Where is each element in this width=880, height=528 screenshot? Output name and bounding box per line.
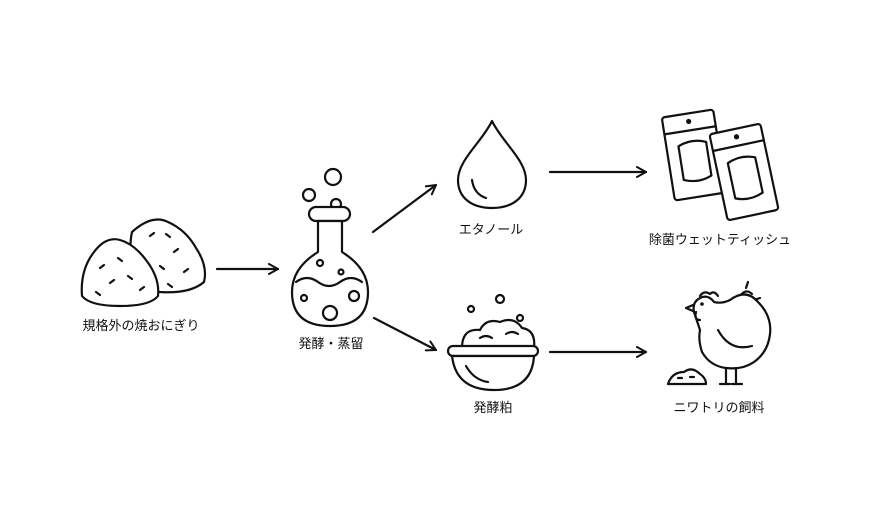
bowl-icon <box>446 293 540 392</box>
label-rice-balls: 規格外の焼おにぎり <box>82 318 199 334</box>
wet-wipe-pack-icon <box>661 108 780 221</box>
label-feed: ニワトリの飼料 <box>673 401 764 416</box>
label-flask: 発酵・蒸留 <box>298 337 363 352</box>
arrow-flask-to-lees <box>372 316 438 352</box>
chicken-icon <box>666 280 772 386</box>
drop-icon <box>456 119 528 210</box>
label-ethanol: エタノール <box>459 223 524 238</box>
rice-ball-icon <box>80 218 207 308</box>
flask-icon <box>290 167 370 328</box>
label-wipes: 除菌ウェットティッシュ <box>649 233 791 248</box>
arrow-flask-to-ethanol <box>371 183 438 234</box>
label-lees: 発酵粕 <box>473 401 512 416</box>
